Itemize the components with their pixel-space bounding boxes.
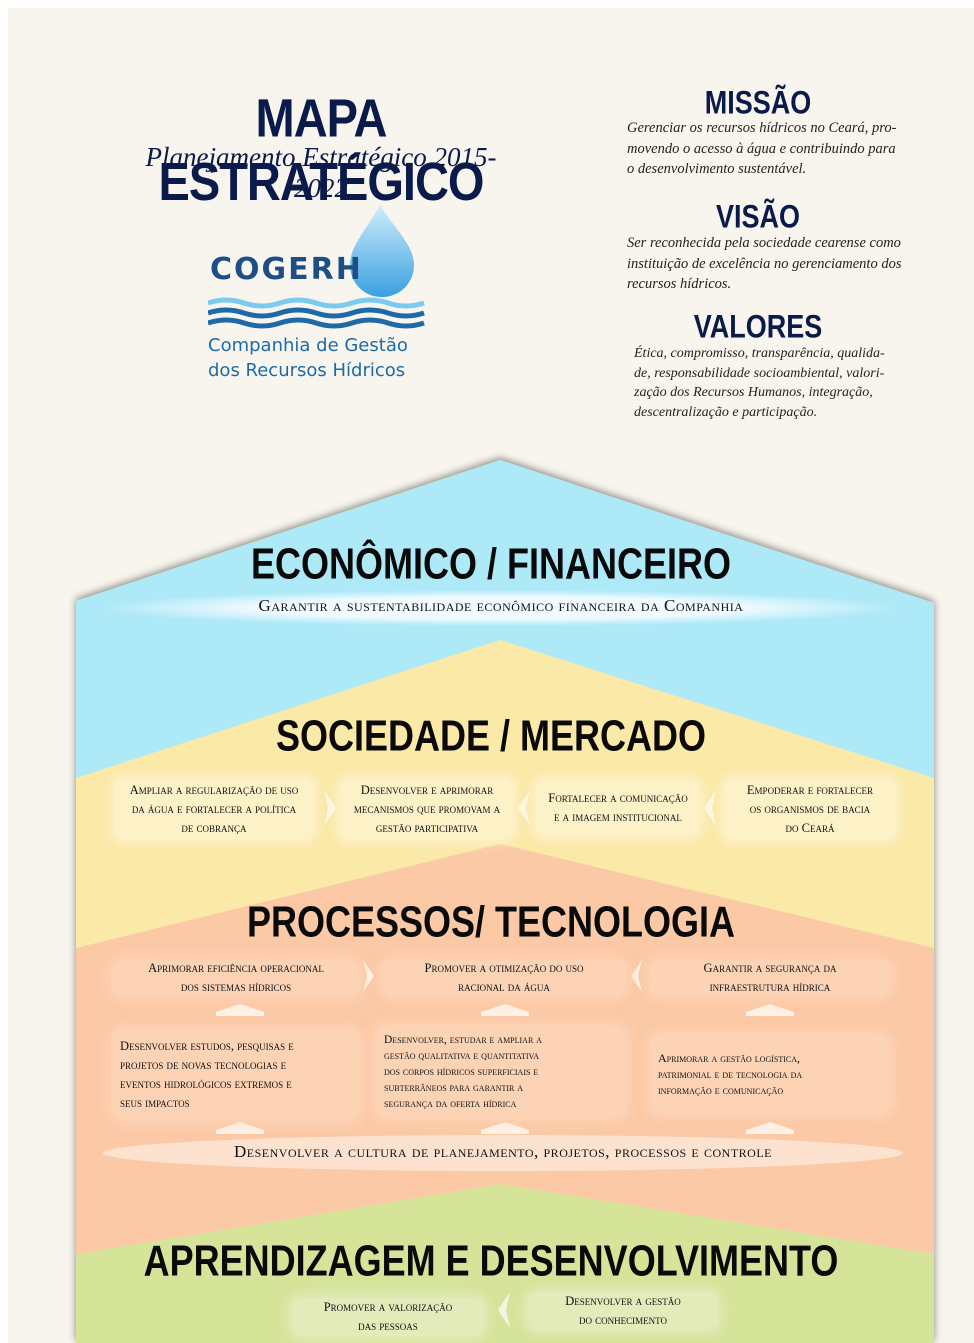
objective-box: Aprimorar a gestão logística, patrimonia… xyxy=(650,1034,890,1114)
missao-heading: MISSÃO xyxy=(704,84,812,121)
missao-line: o desenvolvimento sustentável. xyxy=(627,161,807,177)
objective-line: informação e comunicação xyxy=(658,1083,784,1097)
objective-line: da água e fortalecer a política xyxy=(131,801,297,816)
objective-box: Garantir a segurança da infraestrutura h… xyxy=(650,960,890,996)
objective-box: Promover a valorização das pessoas xyxy=(292,1298,484,1336)
valores-line: zação dos Recursos Humanos, integração, xyxy=(634,385,873,400)
objective-line: patrimonial e de tecnologia da xyxy=(658,1067,803,1081)
objective-line: Ampliar a regularização de uso xyxy=(129,782,299,797)
objective-box: Desenvolver, estudar e ampliar a gestão … xyxy=(376,1026,626,1118)
objective-line: projetos de novas tecnologias e xyxy=(120,1058,287,1072)
objective-line: dos sistemas hídricos xyxy=(180,980,292,994)
valores-line: descentralização e participação. xyxy=(634,404,818,420)
objective-line: Promover a otimização do uso xyxy=(424,961,584,975)
valores-line: Ética, compromisso, transparência, quali… xyxy=(634,346,885,361)
arrow-up-icon xyxy=(481,1004,529,1016)
objective-line: Desenvolver, estudar e ampliar a xyxy=(384,1034,542,1046)
objective-line: segurança da oferta hídrica xyxy=(384,1098,517,1110)
valores-heading: VALORES xyxy=(693,308,823,345)
objective-box: Desenvolver a gestão do conhecimento xyxy=(528,1292,718,1330)
objective-line: das pessoas xyxy=(358,1319,418,1333)
objective-line: Empoderar e fortalecer xyxy=(746,782,874,797)
economico-objective: Garantir a sustentabilidade econômico fi… xyxy=(258,596,744,615)
objective-box: Aprimorar eficiência operacional dos sis… xyxy=(112,960,360,996)
objective-line: subterrâneos para garantir a xyxy=(384,1082,524,1094)
objective-line: do conhecimento xyxy=(579,1313,667,1327)
arrow-left-icon xyxy=(631,960,642,992)
visao-heading: VISÃO xyxy=(715,198,801,235)
visao-line: Ser reconhecida pela sociedade cearense … xyxy=(627,235,901,251)
objective-line: infraestrutura hídrica xyxy=(709,980,831,994)
objective-line: Desenvolver estudos, pesquisas e xyxy=(120,1039,294,1053)
valores-line: de, responsabilidade socioambiental, val… xyxy=(634,365,885,381)
objective-line: e a imagem institucional xyxy=(554,810,682,824)
sociedade-title: SOCIEDADE / MERCADO xyxy=(275,710,707,760)
arrow-left-icon xyxy=(704,790,716,826)
objective-line: Fortalecer a comunicação xyxy=(548,791,688,805)
objective-line: mecanismos que promovam a xyxy=(353,801,501,816)
objective-line: do Ceará xyxy=(785,820,835,835)
visao-text: Ser reconhecida pela sociedade cearense … xyxy=(627,233,927,295)
missao-text: Gerenciar os recursos hídricos no Ceará,… xyxy=(627,118,927,180)
objective-line: gestão qualitativa e quantitativa xyxy=(384,1050,540,1062)
cogerh-logo: COGERH Companhia de Gestão dos Recursos … xyxy=(207,203,438,393)
processos-banner: Desenvolver a cultura de planejamento, p… xyxy=(234,1142,772,1161)
arrow-up-icon xyxy=(746,1004,794,1016)
objective-line: Desenvolver a gestão xyxy=(565,1294,681,1308)
water-drop-logo-icon: COGERH xyxy=(207,205,425,329)
objective-line: Aprimorar a gestão logística, xyxy=(658,1051,801,1065)
objective-line: Desenvolver e aprimorar xyxy=(360,782,494,797)
objective-box: Empoderar e fortalecer os organismos de … xyxy=(724,778,896,840)
objective-box: Fortalecer a comunicação e a imagem inst… xyxy=(536,780,700,836)
arrow-up-icon xyxy=(746,1122,794,1134)
objective-line: Promover a valorização xyxy=(323,1300,453,1314)
objective-line: os organismos de bacia xyxy=(749,801,871,816)
objective-line: dos corpos hídricos superficiais e xyxy=(384,1066,539,1078)
objective-line: Aprimorar eficiência operacional xyxy=(148,961,324,975)
strategic-map-poster: MAPA ESTRATÉGICO Planejamento Estratégic… xyxy=(8,8,974,1343)
arrow-left-icon xyxy=(498,1292,510,1328)
valores-text: Ética, compromisso, transparência, quali… xyxy=(634,344,924,422)
missao-line: movendo o acesso à água e contribuindo p… xyxy=(627,140,896,157)
arrow-right-icon xyxy=(324,790,336,826)
missao-line: Gerenciar os recursos hídricos no Ceará,… xyxy=(627,120,897,136)
visao-line: recursos hídricos. xyxy=(627,276,732,292)
arrow-up-icon xyxy=(216,1122,264,1134)
processos-banner-glow xyxy=(103,1135,903,1171)
objective-line: seus impactos xyxy=(120,1096,190,1110)
layer-aprendizagem xyxy=(76,1184,934,1343)
economico-banner-glow xyxy=(100,590,900,626)
logo-line-2: dos Recursos Hídricos xyxy=(208,360,406,381)
objective-box: Desenvolver e aprimorar mecanismos que p… xyxy=(340,778,514,840)
objective-box: Ampliar a regularização de uso da água e… xyxy=(114,778,314,840)
logo-line-1: Companhia de Gestão xyxy=(208,335,408,356)
logo-wordmark: COGERH xyxy=(210,252,363,287)
aprendizagem-title: APRENDIZAGEM E DESENVOLVIMENTO xyxy=(143,1235,839,1285)
visao-line: instituição de excelência no gerenciamen… xyxy=(627,255,902,272)
economico-title: ECONÔMICO / FINANCEIRO xyxy=(250,538,731,588)
objective-line: eventos hidrológicos extremos e xyxy=(120,1077,292,1091)
arrow-left-icon xyxy=(518,790,530,826)
objective-line: Garantir a segurança da xyxy=(703,961,837,975)
objective-line: de cobrança xyxy=(181,820,247,835)
page-subtitle: Planejamento Estratégico 2015-2022 xyxy=(145,142,497,203)
objective-line: gestão participativa xyxy=(375,820,479,835)
objective-box: Desenvolver estudos, pesquisas e projeto… xyxy=(112,1030,360,1120)
objective-box: Promover a otimização do uso racional da… xyxy=(382,960,626,996)
processos-title: PROCESSOS/ TECNOLOGIA xyxy=(246,896,736,946)
arrow-up-icon xyxy=(216,1004,264,1016)
arrow-right-icon xyxy=(363,960,374,992)
page-title: MAPA ESTRATÉGICO xyxy=(158,87,485,212)
objective-line: racional da água xyxy=(458,980,550,994)
arrow-up-icon xyxy=(481,1122,529,1134)
